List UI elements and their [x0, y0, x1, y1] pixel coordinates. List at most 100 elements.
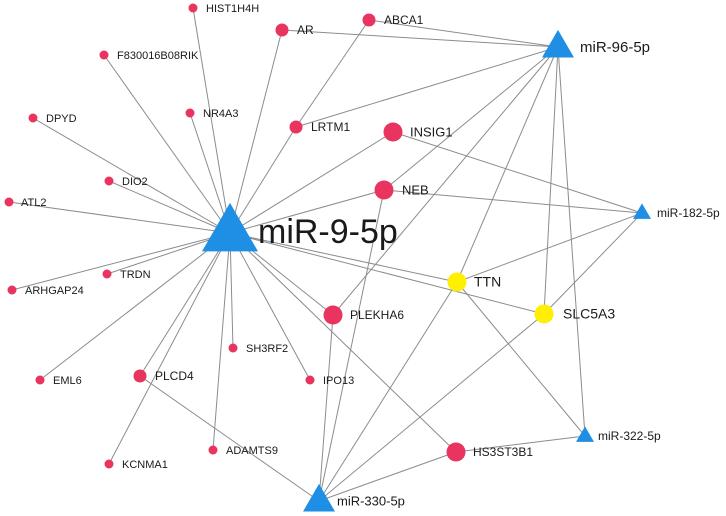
gene-node-slc5a3: [534, 304, 554, 324]
edge-mir-9-5p-f830016b08rik: [103, 54, 231, 234]
edge-mir-9-5p-ar: [229, 29, 283, 234]
gene-node-kcnma1: [104, 459, 114, 469]
edge-mir-96-5p-abca1: [368, 19, 559, 48]
edge-mir-96-5p-lrtm1: [295, 46, 559, 128]
edge-mir-96-5p-ttn: [456, 46, 559, 283]
node-label-ipo13: IPO13: [323, 375, 354, 387]
edge-mir-330-5p-plcd4: [139, 375, 320, 502]
edge-layer: [8, 7, 643, 502]
edge-mir-322-5p-hs3st3b1: [455, 435, 586, 453]
node-label-f830016b08rik: F830016B08RIK: [117, 50, 199, 62]
edge-mir-9-5p-dpyd: [32, 117, 231, 234]
mirna-node-mir-322-5p: [576, 426, 594, 442]
mirna-node-mir-182-5p: [633, 203, 651, 219]
edge-mir-182-5p-slc5a3: [543, 212, 643, 315]
node-label-sh3rf2: SH3RF2: [246, 343, 288, 355]
edge-mir-182-5p-neb: [383, 189, 643, 214]
mirna-node-mir-9-5p: [202, 202, 258, 252]
edge-mir-9-5p-nr4a3: [189, 112, 231, 234]
node-label-atl2: ATL2: [21, 197, 46, 209]
node-label-hs3st3b1: HS3ST3B1: [473, 445, 533, 459]
node-label-mir-330-5p: miR-330-5p: [337, 493, 405, 508]
gene-node-f830016b08rik: [99, 50, 109, 60]
edge-mir-9-5p-adamts9: [212, 232, 231, 451]
node-label-mir-182-5p: miR-182-5p: [657, 206, 720, 220]
edge-mir-9-5p-ipo13: [229, 232, 311, 381]
gene-node-neb: [374, 180, 394, 200]
gene-node-hs3st3b1: [446, 442, 466, 462]
gene-node-ipo13: [305, 375, 315, 385]
node-label-nr4a3: NR4A3: [203, 108, 238, 120]
gene-node-atl2: [4, 197, 14, 207]
edge-mir-96-5p-ar: [281, 29, 559, 48]
edge-mir-9-5p-arhgap24: [11, 232, 231, 291]
edge-mir-9-5p-kcnma1: [108, 232, 231, 465]
gene-node-hist1h4h: [188, 3, 198, 13]
node-label-insig1: INSIG1: [410, 124, 453, 139]
edge-mir-9-5p-ttn: [229, 232, 458, 283]
label-layer: HIST1H4H F830016B08RIK DPYD NR4A3DIO2ATL2TR…: [21, 3, 720, 509]
mirna-node-mir-330-5p: [303, 483, 335, 512]
edge-mir-9-5p-hist1h4h: [192, 7, 231, 234]
edge-mir-9-5p-lrtm1: [229, 126, 297, 234]
edge-mir-182-5p-ttn: [456, 212, 643, 283]
edge-mir-330-5p-ttn: [318, 281, 458, 502]
node-label-plekha6: PLEKHA6: [350, 308, 404, 322]
edge-mir-9-5p-hs3st3b1: [229, 232, 457, 453]
node-label-eml6: EML6: [53, 375, 82, 387]
node-label-mir-9-5p: miR-9-5p: [258, 213, 398, 251]
gene-node-sh3rf2: [228, 343, 238, 353]
edge-mir-96-5p-neb: [383, 46, 559, 191]
edge-mir-330-5p-slc5a3: [318, 313, 545, 502]
node-label-ar: AR: [297, 23, 314, 37]
edge-abca1-lrtm1: [295, 19, 370, 128]
node-label-mir-96-5p: miR-96-5p: [580, 39, 650, 56]
mirna-node-mir-96-5p: [542, 29, 574, 58]
gene-node-dpyd: [28, 113, 38, 123]
gene-node-dio2: [104, 176, 114, 186]
edge-mir-96-5p-mir-322-5p: [557, 46, 586, 437]
gene-node-eml6: [35, 375, 45, 385]
edge-mir-96-5p-plekha6: [332, 46, 559, 316]
node-layer: [4, 3, 651, 512]
edge-mir-9-5p-dio2: [108, 180, 231, 234]
edge-mir-9-5p-eml6: [39, 232, 231, 381]
node-label-dio2: DIO2: [122, 176, 148, 188]
node-label-mir-322-5p: miR-322-5p: [598, 429, 661, 443]
gene-node-lrtm1: [289, 120, 303, 134]
edge-mir-330-5p-plekha6: [318, 314, 334, 502]
edge-mir-322-5p-ttn: [456, 281, 586, 437]
edge-mir-9-5p-sh3rf2: [229, 232, 234, 349]
gene-node-insig1: [383, 122, 403, 142]
edge-mir-9-5p-neb: [229, 189, 385, 234]
gene-node-ttn: [447, 272, 467, 292]
node-label-arhgap24: ARHGAP24: [25, 285, 84, 297]
node-label-slc5a3: SLC5A3: [563, 306, 615, 322]
node-label-dpyd: DPYD: [46, 113, 77, 125]
edge-mir-330-5p-hs3st3b1: [318, 451, 457, 502]
edge-mir-182-5p-insig1: [392, 131, 643, 214]
node-label-abca1: ABCA1: [384, 13, 424, 27]
gene-node-nr4a3: [185, 108, 195, 118]
gene-node-trdn: [102, 269, 112, 279]
edge-mir-330-5p-neb: [318, 189, 385, 502]
edge-mir-9-5p-insig1: [229, 131, 394, 234]
edge-mir-9-5p-atl2: [8, 201, 231, 234]
edge-mir-96-5p-slc5a3: [543, 46, 559, 315]
gene-node-arhgap24: [7, 285, 17, 295]
node-label-kcnma1: KCNMA1: [122, 459, 168, 471]
edge-mir-9-5p-plcd4: [139, 232, 231, 377]
gene-node-plcd4: [133, 369, 147, 383]
edge-mir-9-5p-slc5a3: [229, 232, 545, 315]
gene-node-plekha6: [323, 305, 343, 325]
node-label-ttn: TTN: [474, 274, 501, 290]
node-label-plcd4: PLCD4: [155, 369, 194, 383]
gene-node-ar: [275, 23, 289, 37]
node-label-hist1h4h: HIST1H4H: [206, 3, 259, 15]
gene-node-adamts9: [208, 445, 218, 455]
node-label-neb: NEB: [402, 182, 429, 197]
node-label-trdn: TRDN: [120, 269, 151, 281]
node-label-adamts9: ADAMTS9: [226, 445, 278, 457]
node-label-lrtm1: LRTM1: [311, 120, 350, 134]
